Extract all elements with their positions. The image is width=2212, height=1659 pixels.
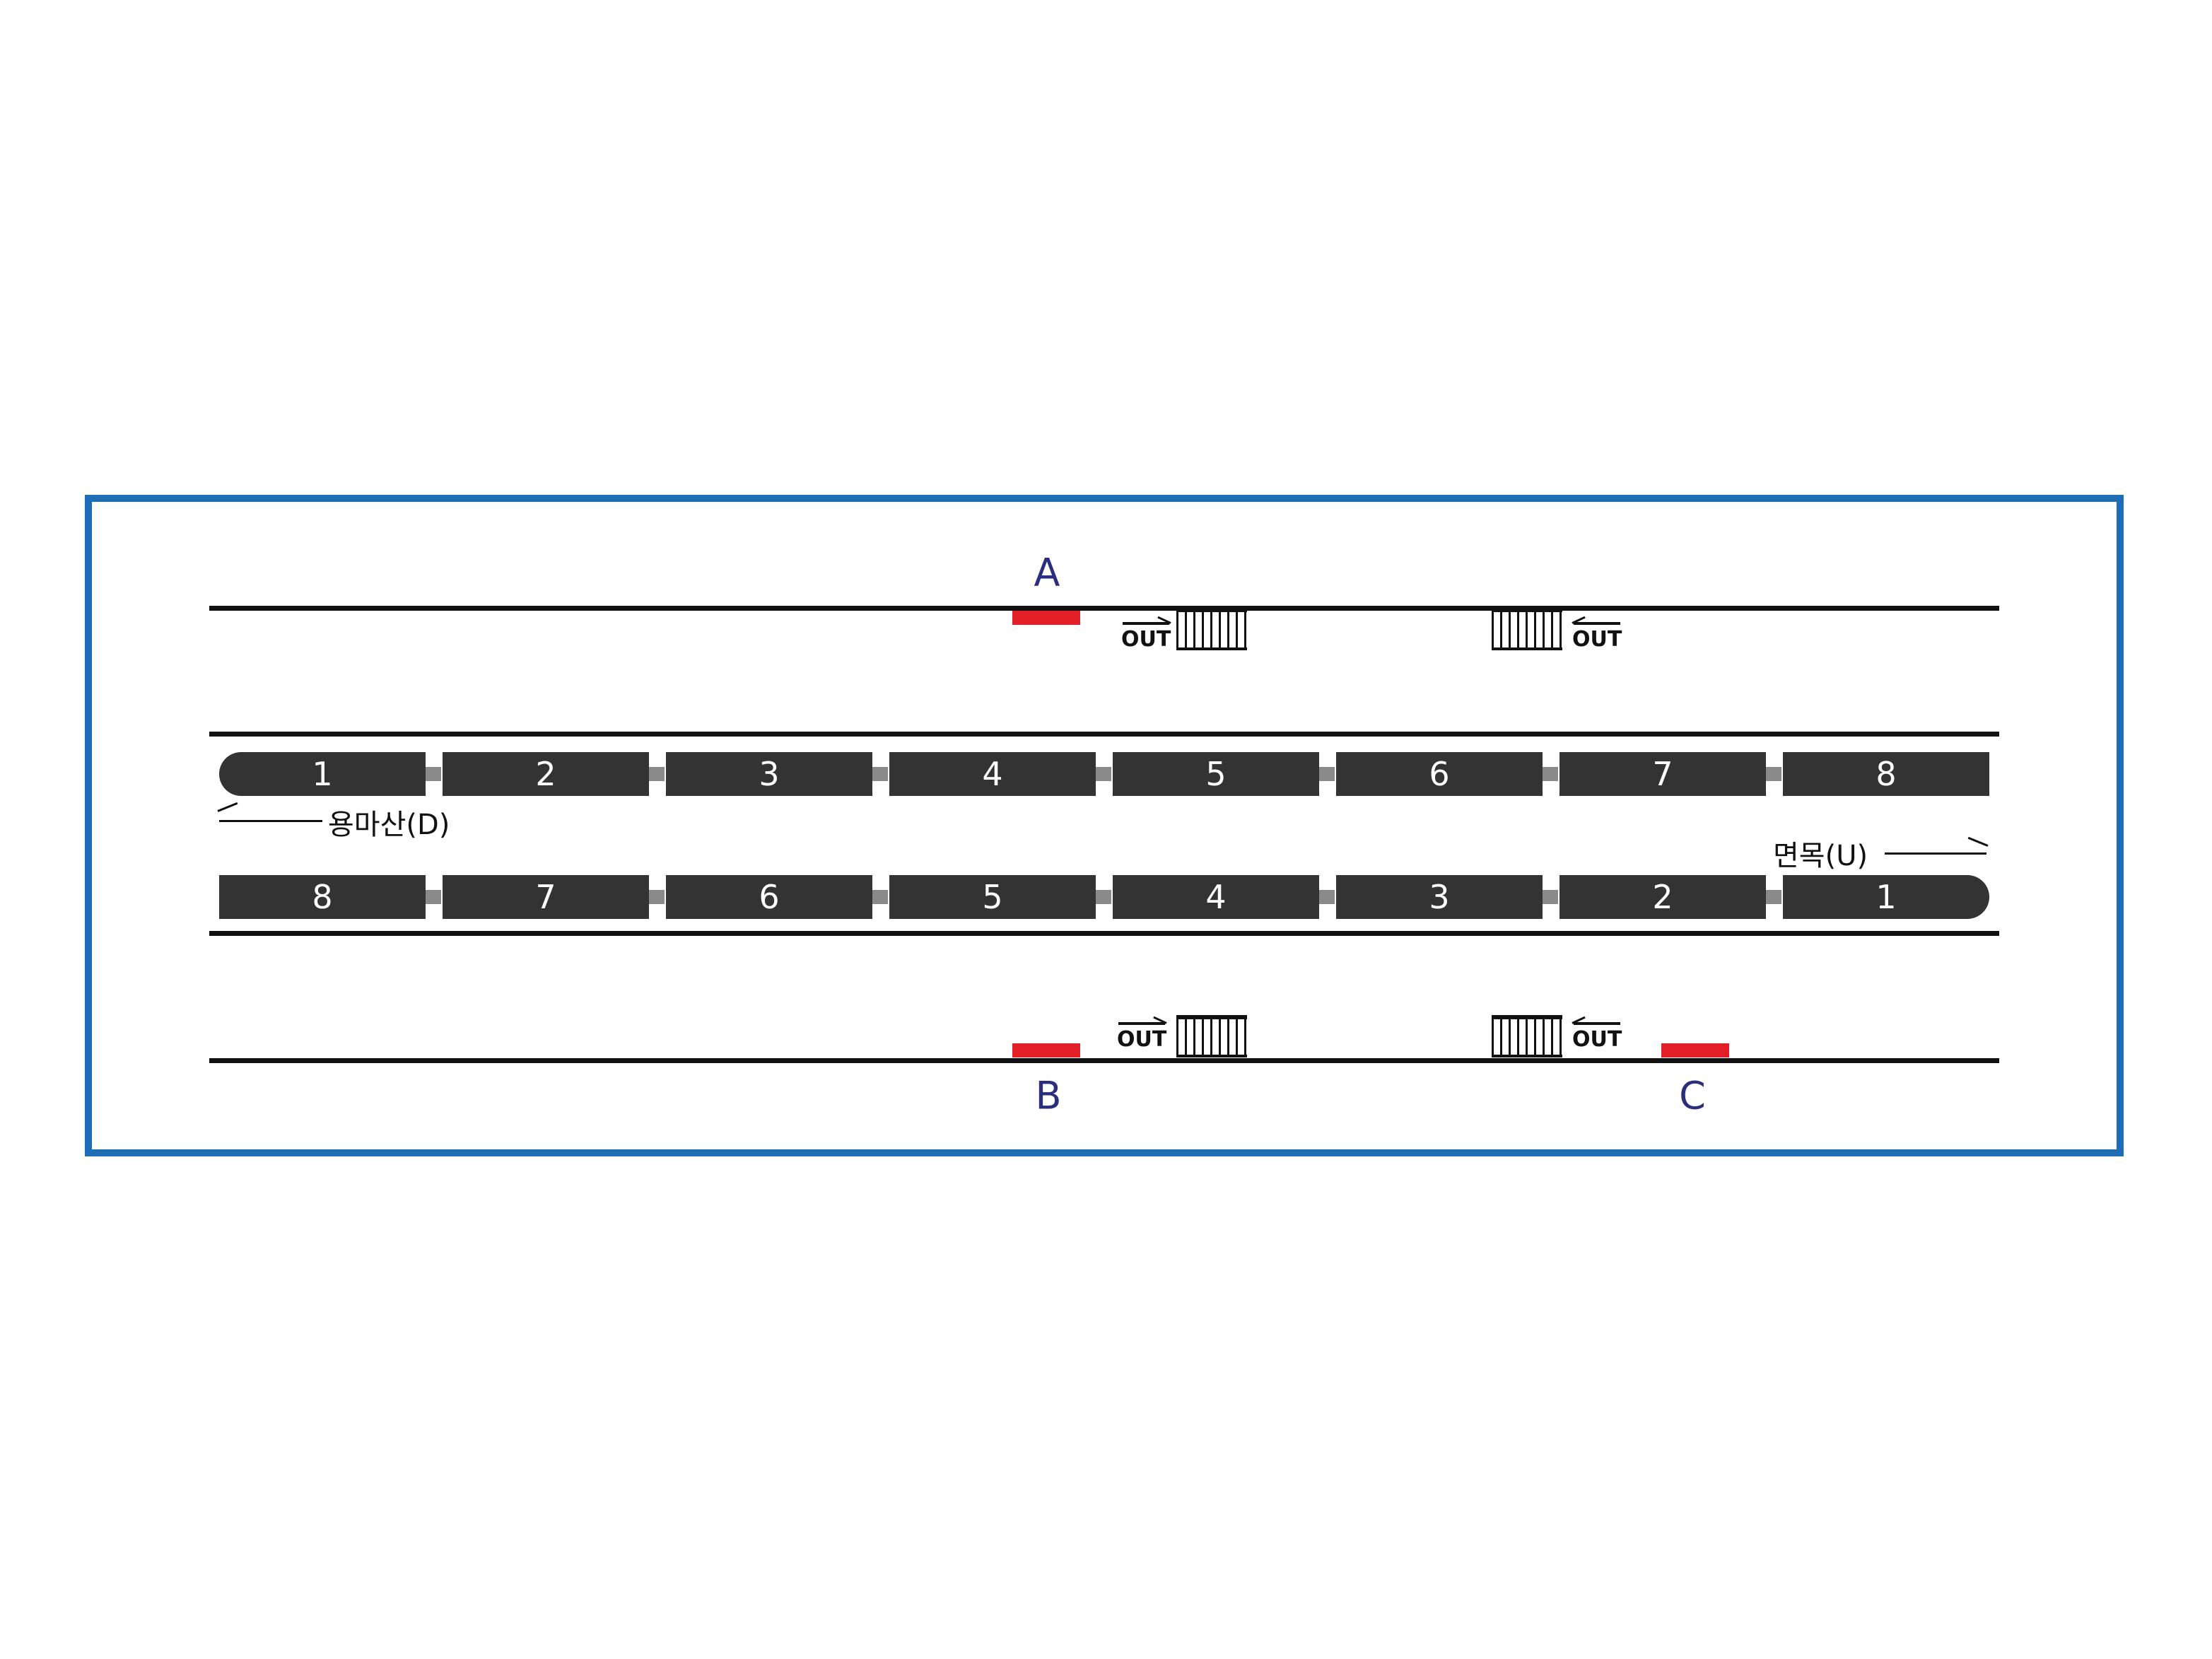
direction-yongmasan: 용마산(D) xyxy=(328,809,450,841)
car-coupler xyxy=(649,767,665,781)
train-car: 6 xyxy=(1336,752,1543,796)
car-coupler xyxy=(426,890,441,904)
car-coupler xyxy=(1543,890,1558,904)
door-label-a: A xyxy=(1034,550,1060,595)
marker-a xyxy=(1012,611,1080,625)
exit-label: OUT xyxy=(1121,627,1171,652)
train-car: 2 xyxy=(443,752,649,796)
exit-gate-icon xyxy=(1176,1015,1247,1057)
exit-gate-icon xyxy=(1492,608,1562,650)
marker-b xyxy=(1012,1043,1080,1057)
train-car: 8 xyxy=(219,875,426,919)
platform-top-edge xyxy=(209,732,1999,737)
car-coupler xyxy=(426,767,441,781)
arrow-left-icon xyxy=(219,820,322,822)
exit-label: OUT xyxy=(1117,1027,1167,1052)
arrow-right-icon xyxy=(1118,1022,1165,1025)
train-car: 5 xyxy=(1113,752,1319,796)
train-car: 8 xyxy=(1783,752,1989,796)
door-label-b: B xyxy=(1035,1073,1062,1118)
direction-myeonmok: 면목(U) xyxy=(1773,840,1868,872)
train-car: 4 xyxy=(1113,875,1319,919)
car-coupler xyxy=(872,767,888,781)
diagram-frame xyxy=(85,495,2124,1156)
exit-label: OUT xyxy=(1572,627,1622,652)
car-coupler xyxy=(1096,767,1111,781)
door-label-c: C xyxy=(1679,1073,1706,1118)
exit-gate-icon xyxy=(1176,608,1247,650)
train-car: 7 xyxy=(1559,752,1766,796)
arrow-left-icon xyxy=(1574,1022,1620,1025)
car-coupler xyxy=(1543,767,1558,781)
train-car: 4 xyxy=(889,752,1096,796)
exit-gate-icon xyxy=(1492,1015,1562,1057)
car-coupler xyxy=(1096,890,1111,904)
car-coupler xyxy=(649,890,665,904)
exit-label: OUT xyxy=(1572,1027,1622,1052)
bottom-wall-line xyxy=(209,1058,1999,1063)
train-car: 2 xyxy=(1559,875,1766,919)
arrow-left-icon xyxy=(1574,622,1620,625)
car-coupler xyxy=(1319,767,1335,781)
train-car: 3 xyxy=(1336,875,1543,919)
marker-c xyxy=(1661,1043,1729,1057)
train-car: 3 xyxy=(666,752,872,796)
train-car: 7 xyxy=(443,875,649,919)
train-car: 6 xyxy=(666,875,872,919)
train-car: 1 xyxy=(219,752,426,796)
train-car: 5 xyxy=(889,875,1096,919)
arrow-right-icon xyxy=(1885,852,1986,855)
platform-bottom-edge xyxy=(209,931,1999,936)
train-car: 1 xyxy=(1783,875,1989,919)
top-wall-line xyxy=(209,606,1999,611)
car-coupler xyxy=(1766,890,1781,904)
arrow-right-icon xyxy=(1123,622,1169,625)
car-coupler xyxy=(1766,767,1781,781)
car-coupler xyxy=(1319,890,1335,904)
car-coupler xyxy=(872,890,888,904)
